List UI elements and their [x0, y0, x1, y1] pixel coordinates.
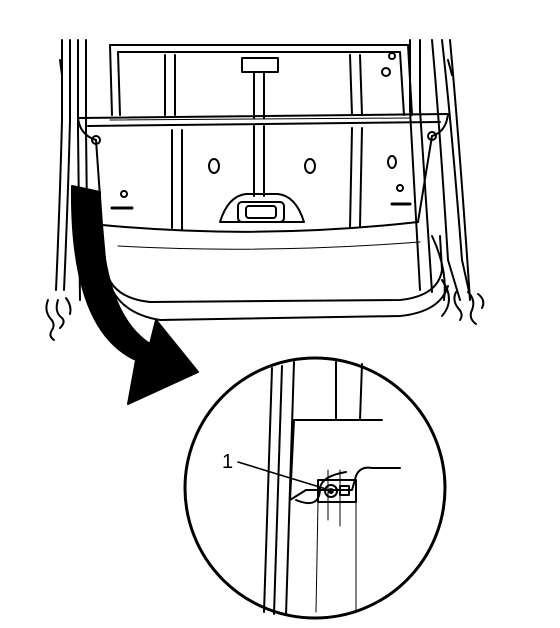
fastener: [324, 484, 338, 498]
pointer-arrow: [70, 185, 199, 405]
detail-circle: [183, 356, 447, 620]
right-pillar: [409, 39, 485, 325]
upper-frame: [109, 44, 413, 119]
callout-label-1: 1: [222, 451, 233, 473]
callout-leader: [237, 461, 327, 490]
tailgate-panel: [95, 125, 433, 233]
detail-view: [183, 356, 447, 620]
latch-bracket: [317, 479, 357, 503]
tailgate-shell: [101, 224, 450, 321]
crossbar: [77, 113, 449, 145]
tailgate-handle: [219, 193, 305, 223]
